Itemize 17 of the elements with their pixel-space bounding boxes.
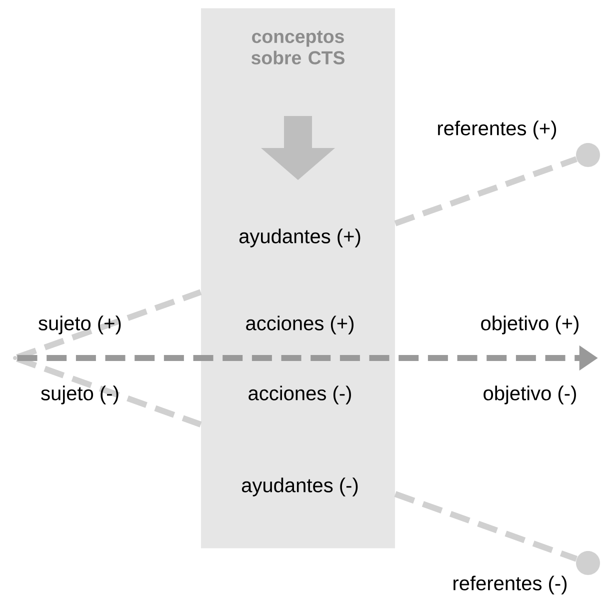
end-circle — [576, 551, 600, 575]
role-label: acciones (+) — [246, 316, 354, 334]
dashed-line — [16, 356, 202, 428]
end-label: referentes (+) — [438, 120, 556, 140]
role-label: sujeto (-) — [41, 386, 118, 404]
dashed-line — [394, 156, 578, 226]
role-label: ayudantes (-) — [242, 478, 358, 496]
role-label: objetivo (+) — [481, 316, 578, 334]
role-label: sujeto (+) — [38, 316, 121, 334]
role-label: acciones (-) — [248, 386, 351, 404]
role-label: ayudantes (+) — [239, 228, 360, 248]
role-label: objetivo (-) — [484, 386, 576, 404]
dashed-line — [16, 289, 202, 360]
end-circle — [576, 143, 600, 167]
origin-point — [13, 356, 17, 360]
dashed-line — [394, 491, 578, 562]
end-label: referentes (-) — [454, 576, 567, 594]
